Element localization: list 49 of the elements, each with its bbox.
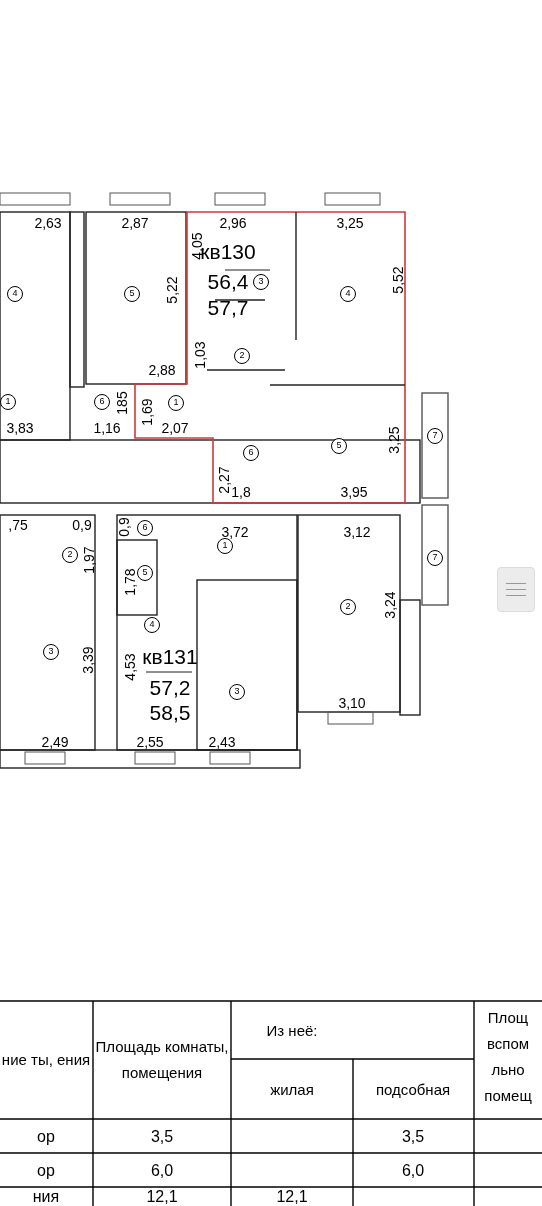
dimension-label: 2,43 — [208, 732, 236, 752]
table-cell-text: ор — [37, 1161, 55, 1181]
table-header: Площадь комнаты, помещения — [94, 1037, 230, 1083]
dimension-label: 4,53 — [120, 653, 139, 681]
dimension-label: 3,25 — [336, 213, 364, 233]
table-cell-text: ор — [37, 1127, 55, 1147]
dimension-label: 2,55 — [136, 732, 164, 752]
dimension-label: 2,49 — [41, 732, 69, 752]
dimension-label: 1,69 — [137, 398, 156, 426]
dimension-label: 1,16 — [93, 418, 121, 438]
dimension-label: ,75 — [8, 515, 28, 535]
dimension-label: 3,25 — [384, 426, 403, 454]
dimension-label: 1,8 — [231, 482, 251, 502]
dimension-label: 2,87 — [121, 213, 149, 233]
table-cell-text: 12,1 — [276, 1187, 308, 1206]
dimension-label: 3,39 — [78, 646, 97, 674]
dimension-label: 3,12 — [343, 522, 371, 542]
dimension-label: 2,88 — [148, 360, 176, 380]
table-header: жилая — [269, 1080, 315, 1100]
dimension-label: 3,83 — [6, 418, 34, 438]
dimension-label: 2,07 — [161, 418, 189, 438]
dimension-label: 0,9 — [114, 517, 133, 537]
dimension-label: 2,96 — [219, 213, 247, 233]
table-header: Из неё: — [265, 1021, 319, 1041]
table-header: подсобная — [374, 1080, 452, 1100]
apartment-label: 56,4 — [207, 269, 249, 296]
dimension-label: 2,63 — [34, 213, 62, 233]
dimension-label: 1,78 — [120, 568, 139, 596]
table-cell-text: ния — [32, 1187, 60, 1206]
dimension-label: 5,22 — [162, 276, 181, 304]
table-header: Площ вспом льно помещ — [483, 1008, 533, 1106]
dimension-label: 1,03 — [190, 341, 209, 369]
table-cell-text: 3,5 — [401, 1127, 425, 1147]
dimension-label: 1,97 — [79, 546, 98, 574]
table-cell-text: 3,5 — [150, 1127, 174, 1147]
dimension-label: 3,10 — [338, 693, 366, 713]
dimension-label: 3,24 — [380, 591, 399, 619]
table-cell-text: 6,0 — [401, 1161, 425, 1181]
dimension-label: 5,52 — [388, 266, 407, 294]
dimension-label: 185 — [112, 391, 131, 415]
table-header: ние ты, ения — [0, 1050, 92, 1070]
dimension-label: 2,27 — [214, 466, 232, 494]
dimension-label: 0,9 — [72, 515, 92, 535]
apartment-label: 57,2 — [149, 675, 191, 702]
apartment-label: 58,5 — [149, 700, 191, 727]
table-cell-text: 12,1 — [146, 1187, 178, 1206]
dimension-label: 3,95 — [340, 482, 368, 502]
table-cell-text: 6,0 — [150, 1161, 174, 1181]
apartment-label: 57,7 — [207, 295, 249, 322]
